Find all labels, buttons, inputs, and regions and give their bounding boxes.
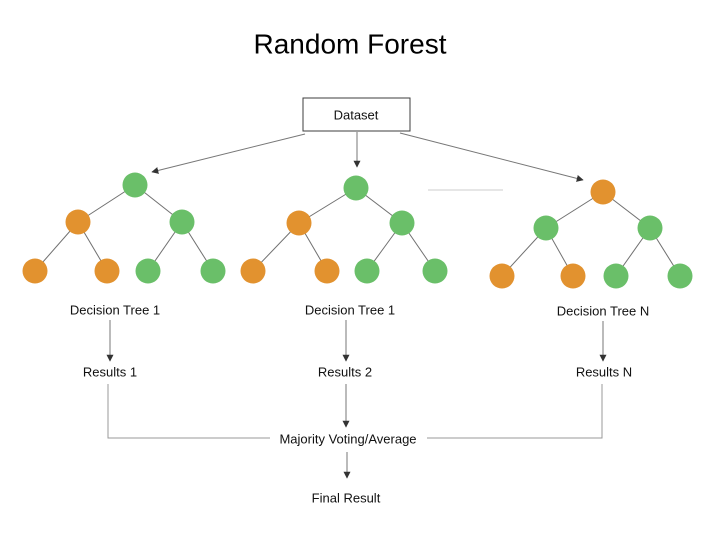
tree-2-node xyxy=(343,175,369,201)
dataset-label: Dataset xyxy=(334,108,379,123)
tree-n-node xyxy=(489,263,515,289)
tree-2-label: Decision Tree 1 xyxy=(305,303,395,318)
tree-n-node xyxy=(590,179,616,205)
tree-n-node xyxy=(667,263,693,289)
tree-n-label: Decision Tree N xyxy=(557,304,649,319)
diagram-title: Random Forest xyxy=(254,29,447,60)
tree-n-node xyxy=(603,263,629,289)
tree-1-node xyxy=(65,209,91,235)
tree-1-node xyxy=(122,172,148,198)
dataset-fanout-arrow xyxy=(399,132,584,182)
tree-1-node xyxy=(169,209,195,235)
tree-n-node xyxy=(560,263,586,289)
final-result-label: Final Result xyxy=(312,491,381,506)
tree-n-node xyxy=(533,215,559,241)
tree-1-label: Decision Tree 1 xyxy=(70,303,160,318)
flow-connector-3 xyxy=(427,384,603,439)
results-1-label: Results 1 xyxy=(83,365,137,380)
dataset-box xyxy=(302,97,411,132)
tree-2-node xyxy=(389,210,415,236)
results-n-label: Results N xyxy=(576,365,632,380)
tree-2-node xyxy=(286,210,312,236)
tree-2-node xyxy=(354,258,380,284)
tree-1-node xyxy=(200,258,226,284)
tree-2-node xyxy=(240,258,266,284)
tree-2-node xyxy=(422,258,448,284)
results-2-label: Results 2 xyxy=(318,365,372,380)
tree-n-node xyxy=(637,215,663,241)
dataset-fanout-arrow xyxy=(151,133,306,174)
tree-1-node xyxy=(94,258,120,284)
aggregator-label: Majority Voting/Average xyxy=(279,432,416,447)
shapes-layer xyxy=(22,132,693,479)
tree-2-node xyxy=(314,258,340,284)
tree-1-node xyxy=(135,258,161,284)
tree-1-node xyxy=(22,258,48,284)
flow-connector-1 xyxy=(107,384,270,439)
